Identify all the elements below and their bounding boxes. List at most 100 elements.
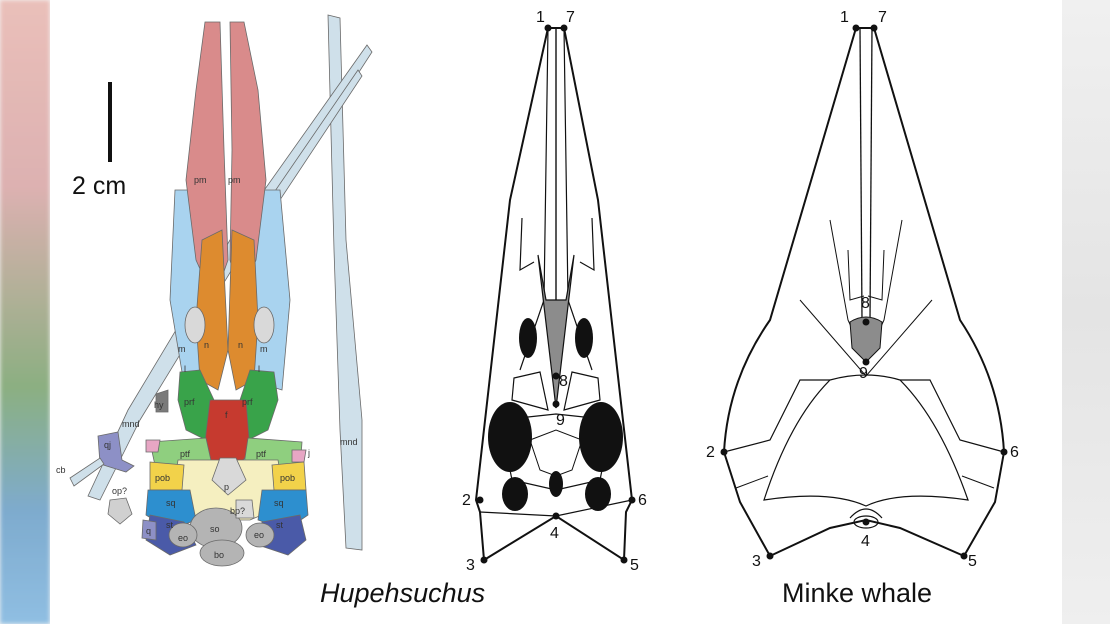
landmark-label-right-3: 3 [752, 553, 761, 570]
bone-label-n-right: n [238, 340, 243, 350]
landmark-label-right-6: 6 [1010, 444, 1019, 461]
opisthotic [107, 497, 133, 525]
landmark-mid-3 [480, 556, 488, 564]
bone-label-bo: bo [214, 550, 224, 560]
landmark-label-right-4: 4 [861, 533, 870, 550]
caption-minke-whale: Minke whale [782, 578, 933, 608]
landmark-label-mid-7: 7 [566, 9, 575, 26]
landmark-labels: 1 7 2 3 4 5 6 8 9 1 7 2 3 4 5 6 8 9 [462, 9, 1019, 574]
landmark-label-mid-2: 2 [462, 492, 471, 509]
background-edge-right [1062, 0, 1110, 624]
quadrate-left [141, 519, 157, 541]
bone-label-qj: qj [104, 440, 111, 450]
landmark-right-7 [870, 24, 878, 32]
landmark-label-right-5: 5 [968, 553, 977, 570]
landmark-right-6 [1000, 448, 1008, 456]
shaded-region-left-skull [537, 254, 575, 409]
landmark-label-right-9: 9 [859, 365, 868, 382]
exoccipital-left [168, 522, 198, 548]
temporal-fenestra-left-mid [502, 477, 528, 511]
bone-label-j: j [307, 448, 310, 458]
landmark-mid-7 [560, 24, 568, 32]
landmark-label-right-1: 1 [840, 9, 849, 26]
bone-label-ptf-right: ptf [256, 449, 267, 459]
bone-label-eo-left: eo [178, 533, 188, 543]
hupehsuchus-openings [488, 318, 623, 511]
landmark-label-mid-4: 4 [550, 525, 559, 542]
bone-label-sq-right: sq [274, 498, 284, 508]
bone-label-prf-right: prf [242, 397, 253, 407]
landmark-right-8 [862, 318, 870, 326]
bone-label-p: p [224, 482, 229, 492]
basipterygoid [235, 499, 255, 519]
landmark-label-mid-6: 6 [638, 492, 647, 509]
landmark-label-mid-5: 5 [630, 557, 639, 574]
jugal-right [291, 449, 307, 463]
shaded-region-right-skull [849, 316, 883, 363]
bone-label-hy: hy [154, 400, 164, 410]
bone-label-eo-right: eo [254, 530, 264, 540]
bone-label-l-right: l [258, 364, 260, 374]
landmark-label-mid-9: 9 [556, 412, 565, 429]
hupehsuchus-colored-skull [69, 14, 373, 567]
pineal-foramen [211, 457, 247, 496]
landmark-right-1 [852, 24, 860, 32]
bone-label-m-right: m [260, 344, 268, 354]
bone-label-pob-right: pob [280, 473, 295, 483]
landmark-right-2 [720, 448, 728, 456]
hyoid [155, 389, 169, 413]
bone-label-bp: bp? [230, 506, 245, 516]
bone-label-sq-left: sq [166, 498, 176, 508]
landmark-label-right-8: 8 [861, 295, 870, 312]
landmark-right-5 [960, 552, 968, 560]
landmark-label-mid-1: 1 [536, 9, 545, 26]
bone-label-mnd-left: mnd [122, 419, 140, 429]
premaxilla-right [229, 21, 267, 302]
bone-label-pob-left: pob [155, 473, 170, 483]
bone-label-l-left: l [184, 364, 186, 374]
bone-label-n-left: n [204, 340, 209, 350]
orbit-right-mid [579, 402, 623, 472]
orbit-left-mid [488, 402, 532, 472]
ceratobranchial [69, 457, 105, 487]
naris-left [184, 306, 206, 344]
bone-label-cb: cb [56, 465, 66, 475]
bone-label-q: q [146, 526, 151, 536]
jugal-left [145, 439, 161, 453]
landmark-mid-5 [620, 556, 628, 564]
landmark-mid-6 [628, 496, 636, 504]
pineal-foramen-mid [549, 471, 563, 497]
naris-left-mid [519, 318, 537, 358]
minke-whale-outline-skull [722, 27, 1006, 558]
bone-label-pm-left: pm [194, 175, 207, 185]
landmark-mid-1 [544, 24, 552, 32]
landmark-mid-2 [476, 496, 484, 504]
landmark-mid-8 [552, 372, 560, 380]
landmark-right-3 [766, 552, 774, 560]
landmark-mid-4 [552, 512, 560, 520]
bone-label-st-right: st [276, 520, 284, 530]
bone-label-so: so [210, 524, 220, 534]
nasal-right [227, 229, 259, 391]
scale-bar-label: 2 cm [72, 172, 127, 200]
landmark-right-9 [862, 358, 870, 366]
landmark-points [476, 24, 1008, 564]
naris-right-mid [575, 318, 593, 358]
landmark-label-mid-8: 8 [559, 373, 568, 390]
landmark-mid-9 [552, 400, 560, 408]
landmark-label-right-7: 7 [878, 9, 887, 26]
naris-right [253, 306, 275, 344]
background-edge-left [0, 0, 50, 624]
landmark-label-mid-3: 3 [466, 557, 475, 574]
bone-labels: pm pm m m n n l l prf prf f ptf ptf pob … [56, 175, 358, 560]
bone-label-op: op? [112, 486, 127, 496]
temporal-fenestra-right-mid [585, 477, 611, 511]
landmark-right-4 [862, 518, 870, 526]
exoccipital-right [245, 522, 275, 548]
bone-label-prf-left: prf [184, 397, 195, 407]
landmark-label-right-2: 2 [706, 444, 715, 461]
bone-label-mnd-right: mnd [340, 437, 358, 447]
bone-label-ptf-left: ptf [180, 449, 191, 459]
bone-label-pm-right: pm [228, 175, 241, 185]
